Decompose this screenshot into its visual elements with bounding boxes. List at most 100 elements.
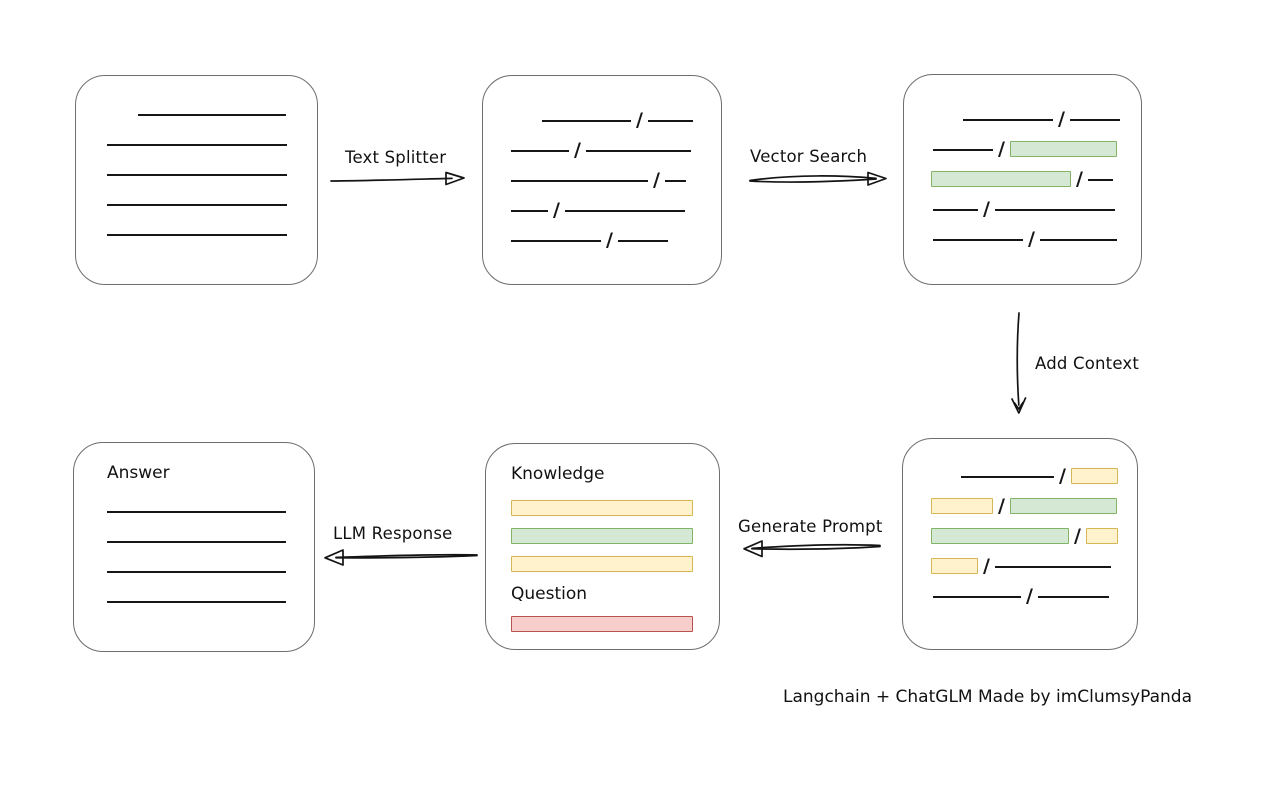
text-line [963, 119, 1053, 121]
yellow-highlight [511, 556, 693, 572]
indent-gap [483, 157, 511, 158]
answer-title: Answer [107, 463, 170, 483]
indent-gap [74, 548, 107, 549]
text-line [1039, 239, 1117, 241]
vector-search-label: Vector Search [750, 147, 868, 166]
indent-gap [904, 246, 933, 247]
indent-gap [74, 578, 107, 579]
generate-prompt-arrow [743, 540, 881, 558]
indent-gap [903, 573, 931, 574]
text-line [107, 144, 287, 146]
context-lines: / / / / / [903, 454, 1137, 607]
indent-gap [904, 186, 931, 187]
llm-response-label: LLM Response [333, 524, 453, 543]
text-line [511, 240, 601, 242]
add-context-label: Add Context [1035, 354, 1140, 373]
yellow-highlight [1070, 468, 1118, 484]
text-line [585, 150, 691, 152]
chunks-box: / / / / / [482, 75, 722, 285]
slash-separator: / [1074, 525, 1081, 547]
indent-gap [904, 216, 933, 217]
indent-gap [903, 483, 961, 484]
text-line [107, 511, 286, 513]
green-highlight [931, 528, 1069, 544]
slash-separator: / [1028, 228, 1035, 250]
slash-separator: / [983, 555, 990, 577]
slash-separator: / [574, 139, 581, 161]
green-highlight [931, 171, 1071, 187]
slash-separator: / [983, 198, 990, 220]
text-line [107, 204, 287, 206]
text-splitter-label: Text Splitter [345, 148, 447, 167]
text-line [511, 210, 548, 212]
indent-gap [76, 151, 107, 152]
caption: Langchain + ChatGLM Made by imClumsyPand… [783, 687, 1192, 707]
text-line [542, 120, 631, 122]
yellow-highlight [511, 500, 693, 516]
text-line [1037, 596, 1109, 598]
slash-separator: / [1026, 585, 1033, 607]
prompt-box: Knowledge Question [485, 443, 720, 650]
question-title: Question [511, 584, 588, 604]
yellow-highlight [931, 558, 978, 574]
text-line [107, 571, 286, 573]
document-lines [76, 92, 317, 242]
indent-gap [483, 127, 542, 128]
vector-matches-box: ///// [903, 74, 1142, 285]
answer-box: Answer [73, 442, 315, 652]
text-line [107, 601, 286, 603]
slash-separator: / [1076, 168, 1083, 190]
indent-gap [76, 121, 138, 122]
indent-gap [76, 211, 107, 212]
indent-gap [903, 543, 931, 544]
text-line [933, 239, 1023, 241]
text-line [664, 180, 686, 182]
vector-search-arrow [749, 171, 887, 186]
question-bars [511, 606, 719, 632]
red-highlight [511, 616, 693, 632]
add-context-arrow [1011, 312, 1027, 414]
text-line [647, 120, 693, 122]
text-line [933, 596, 1021, 598]
answer-lines [74, 489, 314, 609]
text-line [933, 149, 993, 151]
indent-gap [904, 156, 933, 157]
indent-gap [74, 518, 107, 519]
text-line [564, 210, 685, 212]
indent-gap [903, 603, 933, 604]
slash-separator: / [553, 199, 560, 221]
yellow-highlight [1085, 528, 1118, 544]
text-line [994, 566, 1111, 568]
indent-gap [904, 126, 963, 127]
slash-separator: / [998, 495, 1005, 517]
text-line [1069, 119, 1120, 121]
text-line [511, 150, 569, 152]
context-box: / / / / / [902, 438, 1138, 650]
green-highlight [1009, 498, 1117, 514]
indent-gap [76, 241, 107, 242]
slash-separator: / [636, 109, 643, 131]
slash-separator: / [653, 169, 660, 191]
llm-response-arrow [324, 549, 478, 566]
text-line [107, 174, 287, 176]
knowledge-title: Knowledge [511, 464, 605, 484]
indent-gap [483, 217, 511, 218]
slash-separator: / [606, 229, 613, 251]
indent-gap [74, 608, 107, 609]
indent-gap [903, 513, 931, 514]
knowledge-bars [511, 488, 719, 572]
green-highlight [1009, 141, 1117, 157]
green-highlight [511, 528, 693, 544]
document-box [75, 75, 318, 285]
text-line [107, 234, 287, 236]
text-line [617, 240, 668, 242]
text-line [511, 180, 648, 182]
text-line [107, 541, 286, 543]
text-line [961, 476, 1054, 478]
indent-gap [76, 181, 107, 182]
slash-separator: / [1059, 465, 1066, 487]
slash-separator: / [1058, 108, 1065, 130]
vector-matches-lines: ///// [904, 97, 1141, 250]
yellow-highlight [931, 498, 993, 514]
